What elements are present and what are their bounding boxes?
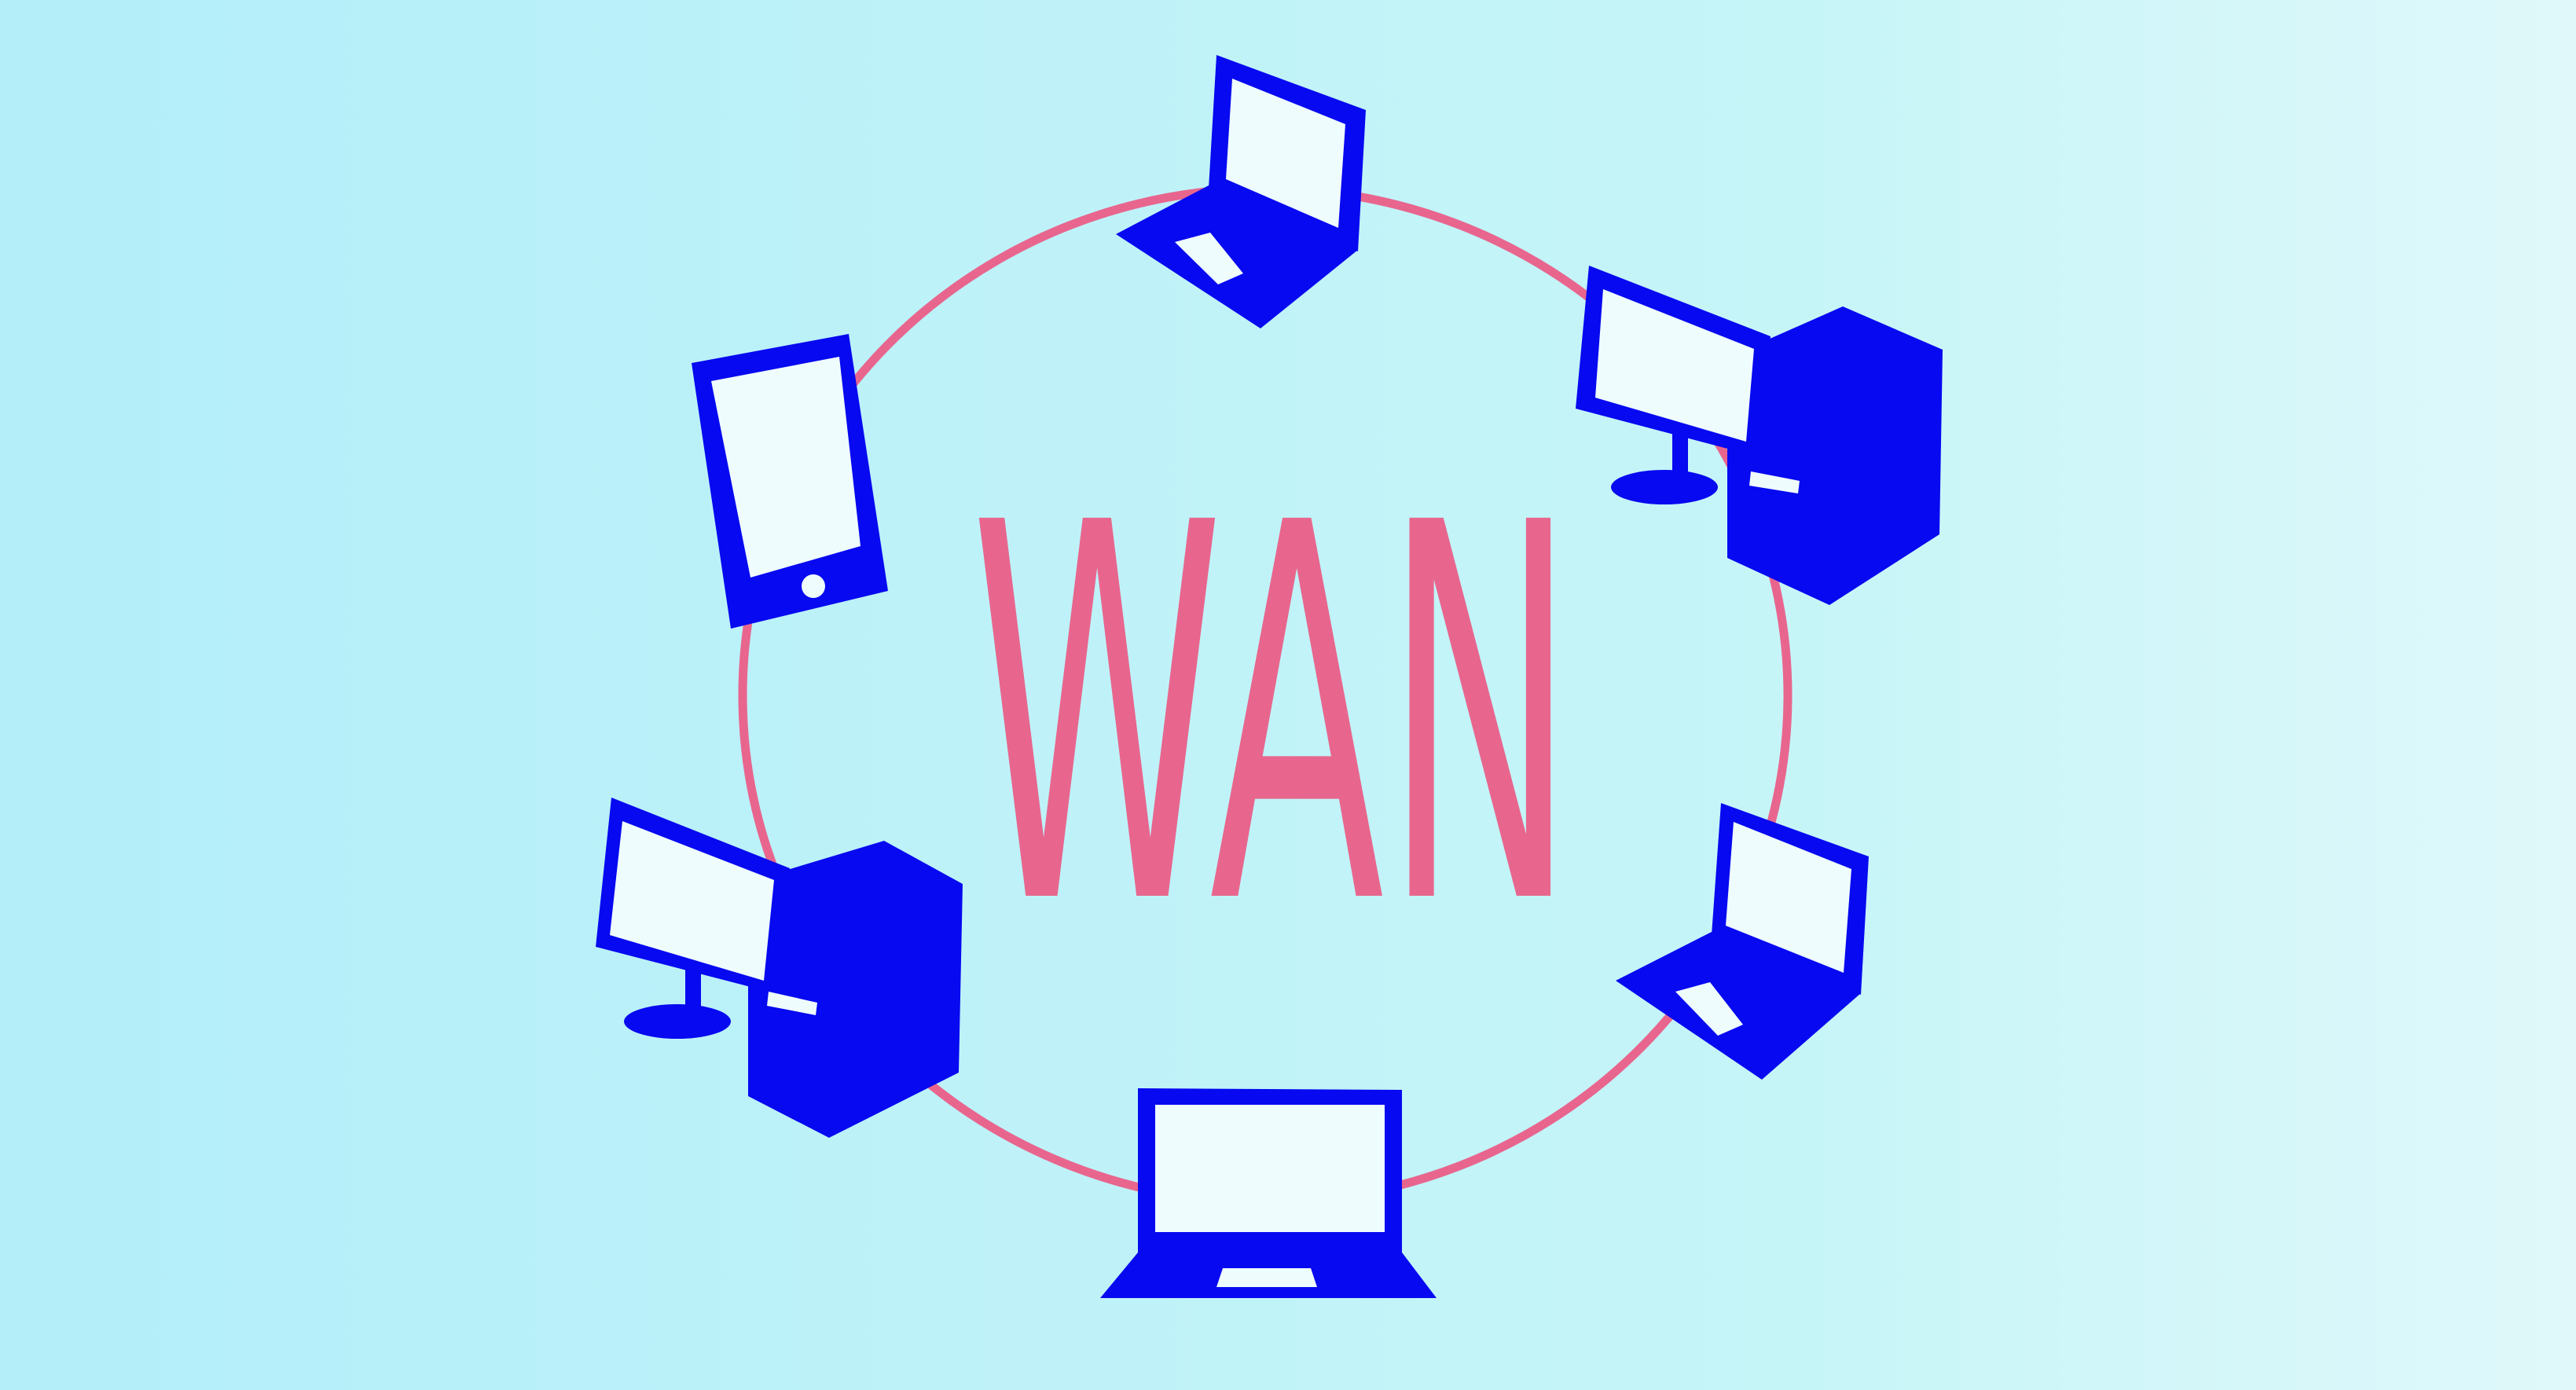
tablet-top-left-icon xyxy=(692,334,888,629)
desktop-left-icon xyxy=(596,798,963,1138)
wan-label: WAN xyxy=(971,414,1576,1018)
laptop-right-icon xyxy=(1616,803,1869,1080)
laptop-bottom-icon xyxy=(1100,1088,1437,1298)
laptop-top-icon xyxy=(1116,55,1366,328)
desktop-top-right-icon xyxy=(1576,266,1943,605)
